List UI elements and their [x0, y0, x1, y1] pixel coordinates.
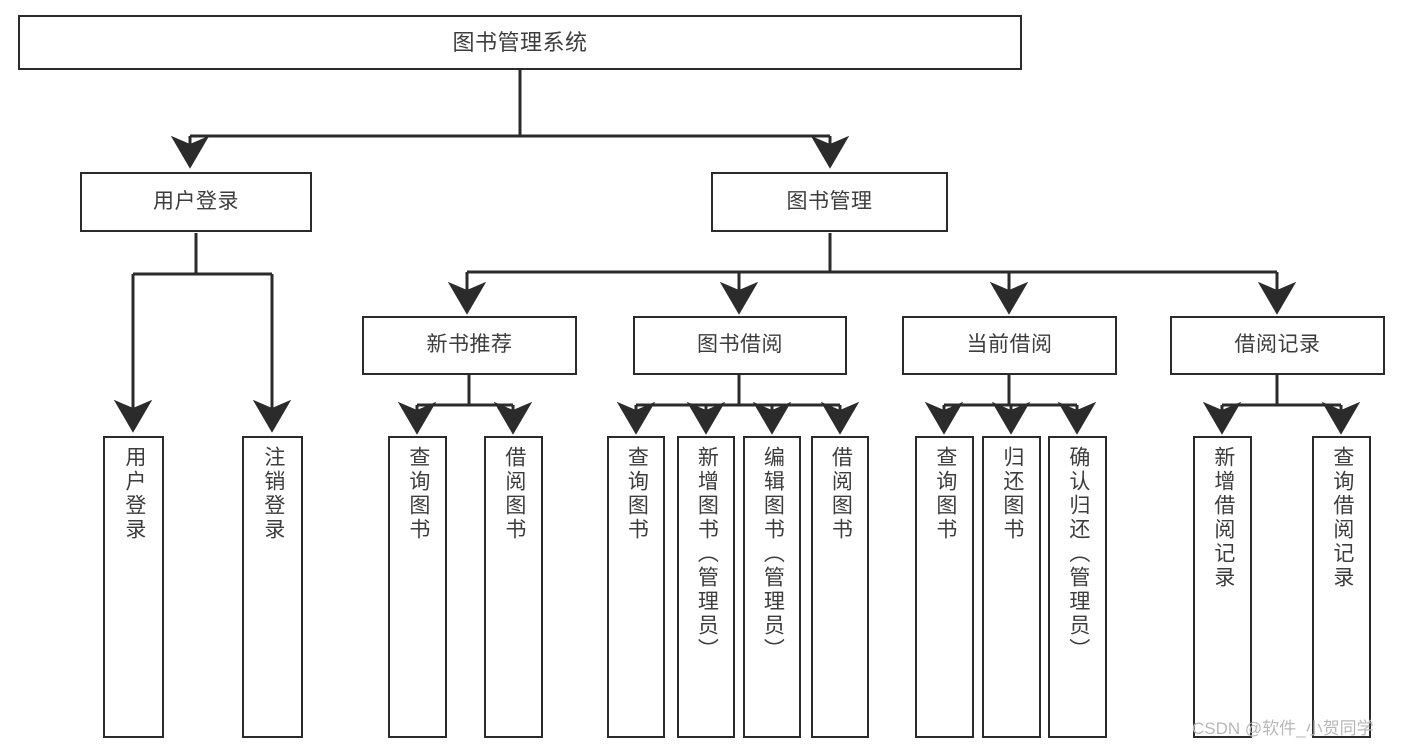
node-leaf-rec-query-label: 查询图书	[406, 446, 430, 542]
edge-group-book-borrow	[616, 375, 860, 435]
node-new-book-rec-label: 新书推荐	[426, 333, 513, 357]
node-leaf-cur-query[interactable]: 查询图书	[915, 436, 974, 738]
node-leaf-logout[interactable]: 注销登录	[242, 436, 303, 738]
node-root[interactable]: 图书管理系统	[18, 15, 1022, 70]
node-book-manage[interactable]: 图书管理	[711, 172, 948, 232]
node-leaf-edit-book[interactable]: 编辑图书（管理员）	[743, 436, 801, 738]
edge-group-book-manage	[447, 233, 1297, 315]
node-leaf-query-record-label: 查询借阅记录	[1330, 446, 1354, 590]
node-leaf-borrow-query-label: 查询图书	[625, 446, 649, 542]
edge-group-new-book-rec	[397, 375, 533, 435]
node-current-borrow[interactable]: 当前借阅	[902, 316, 1117, 375]
edge-group-root	[170, 70, 850, 169]
edge-group-current-borrow	[924, 375, 1097, 435]
node-leaf-rec-borrow[interactable]: 借阅图书	[484, 436, 543, 738]
node-leaf-confirm-return-label: 确认归还（管理员）	[1066, 446, 1090, 662]
node-leaf-add-book[interactable]: 新增图书（管理员）	[677, 436, 735, 738]
edge-group-borrow-record	[1202, 375, 1361, 435]
node-leaf-rec-query[interactable]: 查询图书	[388, 436, 447, 738]
node-leaf-add-record[interactable]: 新增借阅记录	[1193, 436, 1252, 738]
node-leaf-return-book[interactable]: 归还图书	[982, 436, 1041, 738]
node-leaf-cur-query-label: 查询图书	[933, 446, 957, 542]
node-new-book-rec[interactable]: 新书推荐	[362, 316, 577, 375]
node-leaf-return-book-label: 归还图书	[1000, 446, 1024, 542]
node-current-borrow-label: 当前借阅	[966, 333, 1053, 357]
node-leaf-add-record-label: 新增借阅记录	[1211, 446, 1235, 590]
node-borrow-record[interactable]: 借阅记录	[1170, 316, 1385, 375]
node-book-borrow-label: 图书借阅	[697, 333, 783, 357]
edge-group-user-login	[113, 233, 292, 433]
node-user-login[interactable]: 用户登录	[80, 172, 312, 232]
node-leaf-confirm-return[interactable]: 确认归还（管理员）	[1048, 436, 1107, 738]
node-leaf-borrow-book-label: 借阅图书	[829, 446, 853, 542]
node-leaf-rec-borrow-label: 借阅图书	[502, 446, 526, 542]
node-leaf-query-record[interactable]: 查询借阅记录	[1312, 436, 1371, 738]
node-leaf-user-login-label: 用户登录	[122, 446, 146, 542]
watermark: CSDN @软件_小贺同学	[1192, 719, 1374, 738]
node-leaf-logout-label: 注销登录	[261, 446, 285, 542]
node-book-borrow[interactable]: 图书借阅	[633, 316, 847, 375]
node-leaf-borrow-query[interactable]: 查询图书	[607, 436, 665, 738]
node-root-label: 图书管理系统	[452, 29, 588, 55]
node-leaf-edit-book-label: 编辑图书（管理员）	[761, 446, 785, 662]
node-user-login-label: 用户登录	[153, 189, 239, 213]
node-leaf-user-login[interactable]: 用户登录	[103, 436, 164, 738]
node-leaf-add-book-label: 新增图书（管理员）	[695, 446, 719, 662]
node-borrow-record-label: 借阅记录	[1234, 333, 1321, 357]
node-leaf-borrow-book[interactable]: 借阅图书	[811, 436, 869, 738]
node-book-manage-label: 图书管理	[786, 189, 873, 213]
